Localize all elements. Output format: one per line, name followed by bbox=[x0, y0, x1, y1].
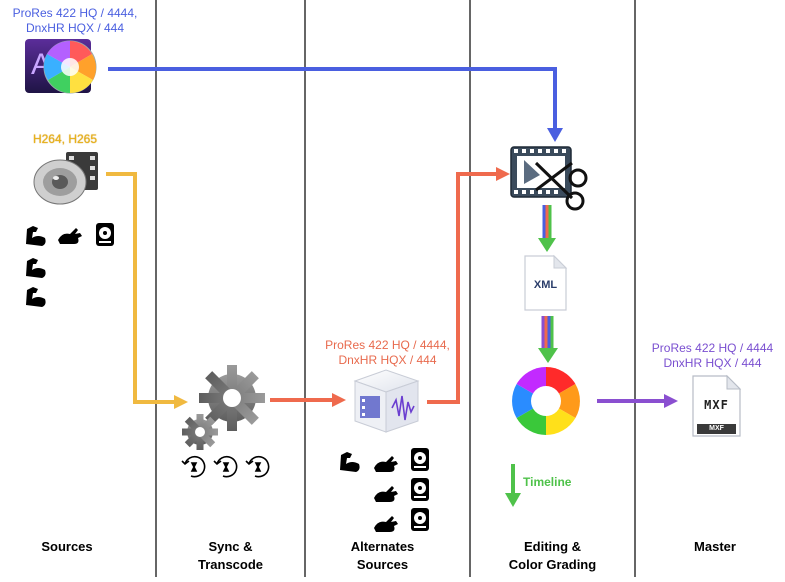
hard-drive-icon bbox=[411, 478, 429, 501]
column-title-master: Master bbox=[694, 539, 736, 554]
sync-clock-icon bbox=[213, 455, 238, 478]
hard-drive-icon bbox=[411, 448, 429, 471]
orange-arrow-1 bbox=[270, 393, 346, 407]
sync-clocks bbox=[181, 455, 270, 478]
muscle-icon bbox=[340, 452, 360, 472]
rabbit-icon bbox=[374, 486, 398, 502]
sync-clock-icon bbox=[245, 455, 270, 478]
hard-drive-icon bbox=[411, 508, 429, 531]
blue-arrow bbox=[108, 67, 563, 142]
color-wheel-icon bbox=[512, 367, 580, 435]
source-badges bbox=[26, 223, 114, 307]
column-title-sources: Sources bbox=[41, 539, 93, 554]
alternate-badges bbox=[340, 448, 429, 532]
xml-label: XML bbox=[533, 279, 558, 291]
yellow-arrow bbox=[106, 172, 188, 409]
alternates-format: ProRes 422 HQ / 4444, DnxHR HQX / 444 bbox=[325, 338, 450, 367]
mxf-logo-label: MXF bbox=[704, 398, 729, 412]
orange-arrow-2 bbox=[427, 167, 510, 404]
mxf-badge: MXF bbox=[709, 425, 724, 432]
timeline-label: Timeline bbox=[523, 475, 572, 489]
timeline-arrow bbox=[505, 464, 521, 507]
column-title-editing: Editing & Color Grading bbox=[508, 539, 597, 572]
sync-clock-icon bbox=[181, 455, 206, 478]
rabbit-icon bbox=[58, 228, 82, 244]
xml-to-grade-arrow bbox=[538, 316, 558, 363]
column-title-alternates: Alternates Sources bbox=[350, 539, 415, 572]
muscle-icon bbox=[26, 258, 46, 278]
column-dividers bbox=[155, 0, 636, 577]
xml-file-icon bbox=[524, 254, 568, 311]
purple-arrow bbox=[597, 394, 678, 408]
column-title-sync-transcode: Sync & Transcode bbox=[197, 539, 264, 572]
film-scissors-icon bbox=[510, 146, 588, 211]
rabbit-icon bbox=[374, 456, 398, 472]
edit-to-xml-arrow bbox=[538, 205, 556, 252]
rabbit-icon bbox=[374, 516, 398, 532]
mxf-file-icon bbox=[692, 374, 742, 437]
media-cube-icon bbox=[353, 369, 420, 433]
h264-source-format: H264, H265 bbox=[32, 132, 98, 146]
muscle-icon bbox=[26, 226, 46, 246]
camera-source-format: ProRes 422 HQ / 4444, DnxHR HQX / 444 bbox=[12, 6, 138, 35]
motion-app-icon: A bbox=[25, 39, 97, 94]
audio-film-icon bbox=[33, 152, 98, 205]
gears-icon bbox=[182, 365, 265, 450]
muscle-icon bbox=[26, 287, 46, 307]
hard-drive-icon bbox=[96, 223, 114, 246]
master-format: ProRes 422 HQ / 4444 DnxHR HQX / 444 bbox=[651, 341, 774, 370]
